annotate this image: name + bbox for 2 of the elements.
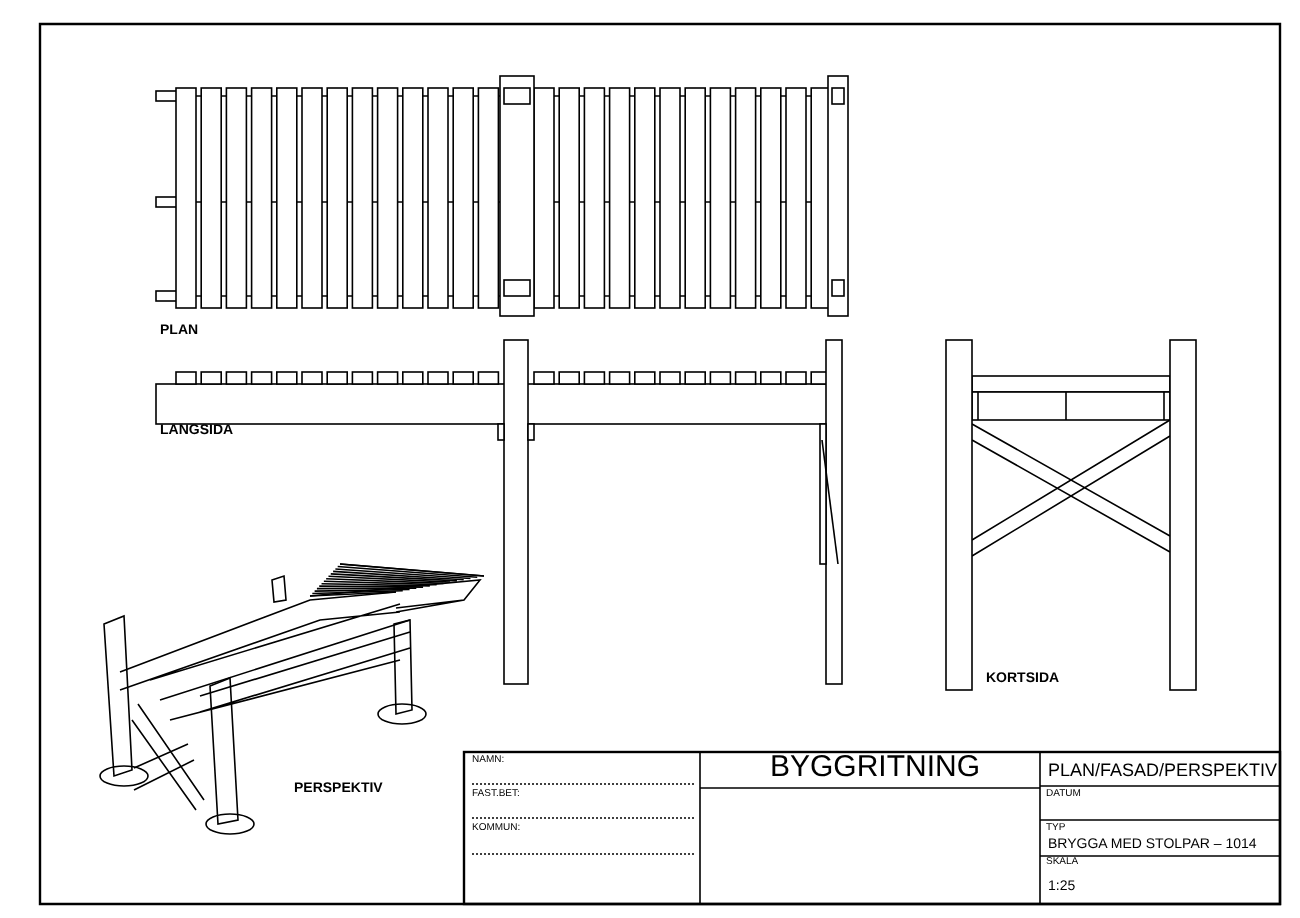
drawing-type-text: PLAN/FASAD/PERSPEKTIV [1048, 762, 1278, 780]
title-text: BYGGRITNING [770, 752, 981, 782]
